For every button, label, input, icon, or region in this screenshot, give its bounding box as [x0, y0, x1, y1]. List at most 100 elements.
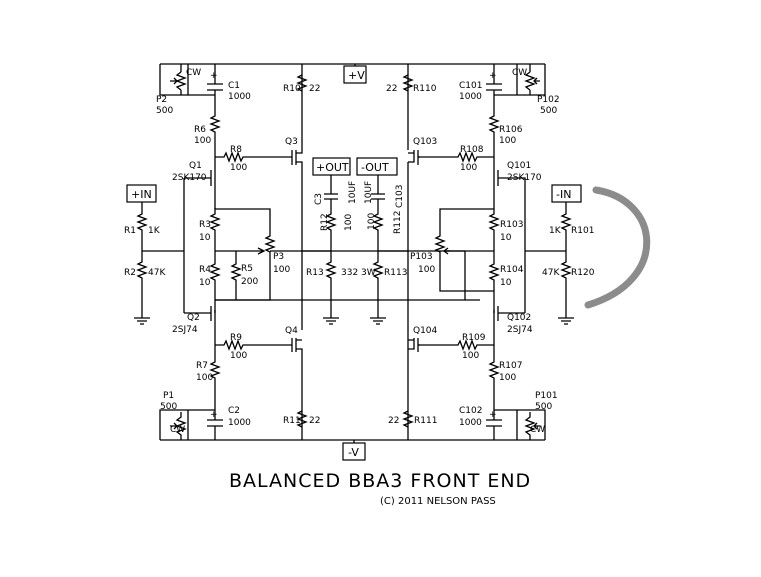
component-label: P2	[156, 95, 167, 105]
component-label: Q2	[187, 313, 200, 323]
component-label: 100	[418, 265, 435, 275]
component-label: 22	[388, 416, 399, 426]
component-label: 100	[460, 163, 477, 173]
component-label: 100	[344, 214, 354, 231]
component-label: Q3	[285, 137, 298, 147]
out-pos-label: +OUT	[316, 161, 349, 174]
wire	[184, 306, 216, 340]
component-label: 10	[199, 233, 211, 243]
component-label: 500	[535, 402, 552, 412]
page-title: BALANCED BBA3 FRONT END	[229, 470, 531, 492]
component-label: 47K	[148, 268, 166, 278]
wire	[486, 64, 546, 96]
component-label: R10	[283, 84, 301, 94]
component-label: 22	[386, 84, 397, 94]
wire	[524, 64, 536, 95]
component-label: Q1	[189, 161, 202, 171]
component-label: 2SK170	[507, 173, 542, 183]
wire	[408, 338, 420, 352]
pos-rail-label: +V	[348, 69, 365, 82]
wire	[418, 339, 494, 351]
wire	[370, 175, 386, 325]
component-label: R13	[306, 268, 324, 278]
wire	[486, 410, 502, 440]
out-neg-box[interactable]	[356, 157, 398, 176]
component-label: 22	[309, 416, 320, 426]
component-label: CW	[530, 425, 545, 435]
out-neg-label: -OUT	[361, 161, 389, 174]
component-label: R101	[571, 226, 594, 236]
component-label: 100	[230, 163, 247, 173]
component-label: 500	[160, 402, 177, 412]
component-label: R111	[414, 416, 437, 426]
component-label: R12	[320, 213, 330, 231]
component-label: Q104	[413, 326, 438, 336]
wire	[184, 150, 216, 186]
component-label: 10UF	[364, 181, 374, 204]
component-label: R7	[196, 361, 208, 371]
component-label: CW	[170, 425, 185, 435]
wire	[159, 64, 189, 96]
component-label: P1	[163, 391, 174, 401]
wire	[291, 64, 303, 330]
wire	[215, 247, 266, 255]
component-label: 1000	[459, 92, 482, 102]
wire	[494, 409, 546, 440]
component-label: C3	[314, 193, 324, 205]
wire	[402, 64, 414, 150]
component-label: 2SJ74	[172, 325, 198, 335]
component-label: P102	[537, 95, 560, 105]
component-label: R120	[571, 268, 595, 278]
component-label: P3	[273, 252, 284, 262]
wire	[402, 410, 414, 428]
component-label: 2SJ74	[507, 325, 533, 335]
component-label: Q103	[413, 137, 437, 147]
component-label: R8	[230, 145, 242, 155]
component-label: R3	[199, 220, 211, 230]
in-neg-label: -IN	[556, 188, 571, 201]
wire	[215, 151, 292, 163]
wire	[533, 77, 540, 85]
component-label: 1K	[148, 226, 161, 236]
wire	[230, 251, 242, 300]
wire	[215, 208, 276, 301]
component-label: 1000	[459, 418, 482, 428]
wire	[170, 77, 178, 85]
wire	[136, 178, 185, 313]
component-label: CW	[512, 68, 527, 78]
wire	[209, 340, 221, 410]
component-label: 100	[499, 373, 516, 383]
component-label: R106	[499, 125, 523, 135]
wire	[533, 422, 540, 430]
wire	[418, 151, 494, 163]
wire	[159, 409, 215, 440]
component-label: R108	[460, 145, 484, 155]
wire	[170, 422, 178, 430]
component-label: Q102	[507, 313, 531, 323]
wire	[488, 340, 500, 410]
component-label: 332 3W	[341, 268, 376, 278]
component-label: R113	[384, 268, 407, 278]
wire	[558, 202, 574, 325]
wire	[291, 338, 303, 440]
component-label: +	[489, 410, 497, 420]
component-label: C1	[228, 81, 240, 91]
component-label: C2	[228, 406, 240, 416]
component-label: 100	[196, 373, 213, 383]
component-label: R110	[413, 84, 437, 94]
component-label: 1000	[228, 418, 251, 428]
component-label: R2	[124, 268, 136, 278]
component-label: R107	[499, 361, 522, 371]
wire	[296, 74, 308, 92]
wire	[323, 175, 339, 325]
component-label: R6	[194, 125, 206, 135]
component-label: R1	[124, 226, 136, 236]
component-label: R109	[462, 333, 486, 343]
component-label: C102	[459, 406, 482, 416]
component-label: 100	[499, 136, 516, 146]
wire	[408, 150, 420, 165]
component-label: +	[489, 71, 497, 81]
component-label: R104	[500, 265, 524, 275]
component-label: C101	[459, 81, 482, 91]
component-label: R103	[500, 220, 523, 230]
